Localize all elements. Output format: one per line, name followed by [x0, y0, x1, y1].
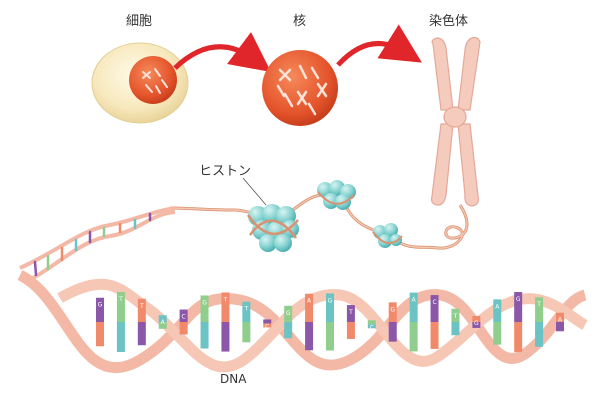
- base-pair-lower: [493, 322, 502, 345]
- base-letter: C: [182, 314, 186, 321]
- base-pair-lower: [388, 322, 397, 342]
- base-pair-lower: [367, 324, 376, 329]
- dna-small-helix: [19, 206, 176, 284]
- base-pair-upper: [263, 319, 272, 324]
- label-nucleus: 核: [293, 14, 307, 29]
- base-letter: G: [98, 302, 103, 309]
- base-pair-lower: [158, 322, 167, 329]
- base-letter: C: [265, 323, 269, 330]
- base-letter: T: [139, 303, 144, 310]
- label-histone: ヒストン: [199, 164, 252, 179]
- base-letter: A: [495, 303, 500, 310]
- chromosome-illustration: [430, 36, 481, 207]
- dna-base-pairs: [96, 292, 564, 352]
- base-pair-upper: [556, 312, 564, 322]
- base-letter: G: [474, 320, 479, 327]
- base-pair-lower: [451, 322, 460, 336]
- arrow-nucleus-to-chromosome: [336, 24, 422, 67]
- base-letter: T: [118, 296, 123, 303]
- base-pair-lower: [200, 322, 209, 349]
- base-pair-upper: [242, 301, 251, 322]
- label-cell: 細胞: [126, 14, 153, 29]
- base-letter: T: [348, 309, 353, 316]
- base-pair-lower: [179, 322, 188, 335]
- dna-large-helix: G T T A C G T T C G A G T C G A C T G A G T A: [17, 270, 588, 374]
- base-pair-lower: [305, 322, 314, 351]
- base-letter: G: [390, 306, 395, 313]
- cell-illustration: [91, 42, 189, 124]
- base-pair-upper: [326, 293, 334, 322]
- base-pair-upper: [388, 302, 397, 322]
- base-pair-lower: [263, 323, 272, 328]
- base-pair-lower: [409, 322, 418, 352]
- base-letter: T: [244, 306, 249, 313]
- base-letter: T: [536, 301, 541, 308]
- base-letter: G: [202, 299, 207, 306]
- base-letter: T: [223, 296, 228, 303]
- base-letter: A: [558, 317, 563, 324]
- base-pair-upper: [409, 292, 418, 322]
- base-letter: A: [161, 319, 166, 326]
- base-letter: G: [286, 310, 291, 317]
- base-pair-upper: [367, 320, 376, 325]
- dna-base-letters: G T T A C G T T C G A G T C G A C T G A G T A: [98, 296, 563, 331]
- histone-cluster-small: [372, 223, 403, 248]
- base-pair-upper: [305, 293, 314, 322]
- base-pair-upper: [346, 305, 355, 322]
- base-pair-upper: [493, 299, 502, 322]
- base-pair-lower: [326, 322, 334, 351]
- base-pair-upper: [200, 295, 209, 322]
- base-pair-upper: [472, 316, 481, 322]
- base-pair-lower: [116, 322, 125, 352]
- base-pair-lower: [556, 322, 564, 332]
- base-pair-lower: [221, 322, 230, 352]
- base-pair-lower: [535, 322, 544, 347]
- label-dna: DNA: [220, 372, 247, 386]
- base-pair-upper: [430, 295, 439, 322]
- base-pair-lower: [430, 322, 439, 349]
- base-pair-lower: [346, 322, 355, 339]
- base-pair-upper: [179, 309, 188, 322]
- label-chromosome: 染色体: [429, 14, 469, 29]
- base-letter: A: [307, 298, 312, 305]
- base-letter: C: [432, 299, 436, 306]
- base-letter: C: [370, 324, 374, 331]
- nucleus-illustration: [262, 50, 338, 126]
- base-pair-upper: [535, 297, 544, 322]
- histone-cluster-middle: [317, 180, 356, 210]
- base-pair-upper: [514, 292, 523, 322]
- base-letter: A: [412, 297, 417, 304]
- base-pair-upper: [158, 315, 167, 322]
- histone-leader-line: [242, 177, 267, 206]
- base-pair-upper: [137, 298, 146, 322]
- base-pair-upper: [116, 292, 125, 322]
- arrow-cell-to-nucleus: [173, 32, 272, 72]
- base-letter: T: [453, 313, 458, 320]
- histone-cluster-large: [246, 204, 299, 252]
- base-letter: G: [328, 297, 333, 304]
- base-pair-lower: [96, 322, 104, 347]
- chromatin-fiber: [169, 192, 469, 250]
- base-pair-upper: [284, 305, 293, 322]
- base-pair-upper: [221, 292, 230, 322]
- base-pair-upper: [96, 297, 104, 322]
- base-pair-lower: [472, 322, 481, 328]
- base-pair-lower: [137, 322, 146, 346]
- base-pair-lower: [514, 322, 523, 352]
- base-pair-lower: [284, 322, 293, 339]
- base-pair-upper: [451, 308, 460, 322]
- base-pair-lower: [242, 322, 251, 343]
- base-letter: G: [516, 296, 521, 303]
